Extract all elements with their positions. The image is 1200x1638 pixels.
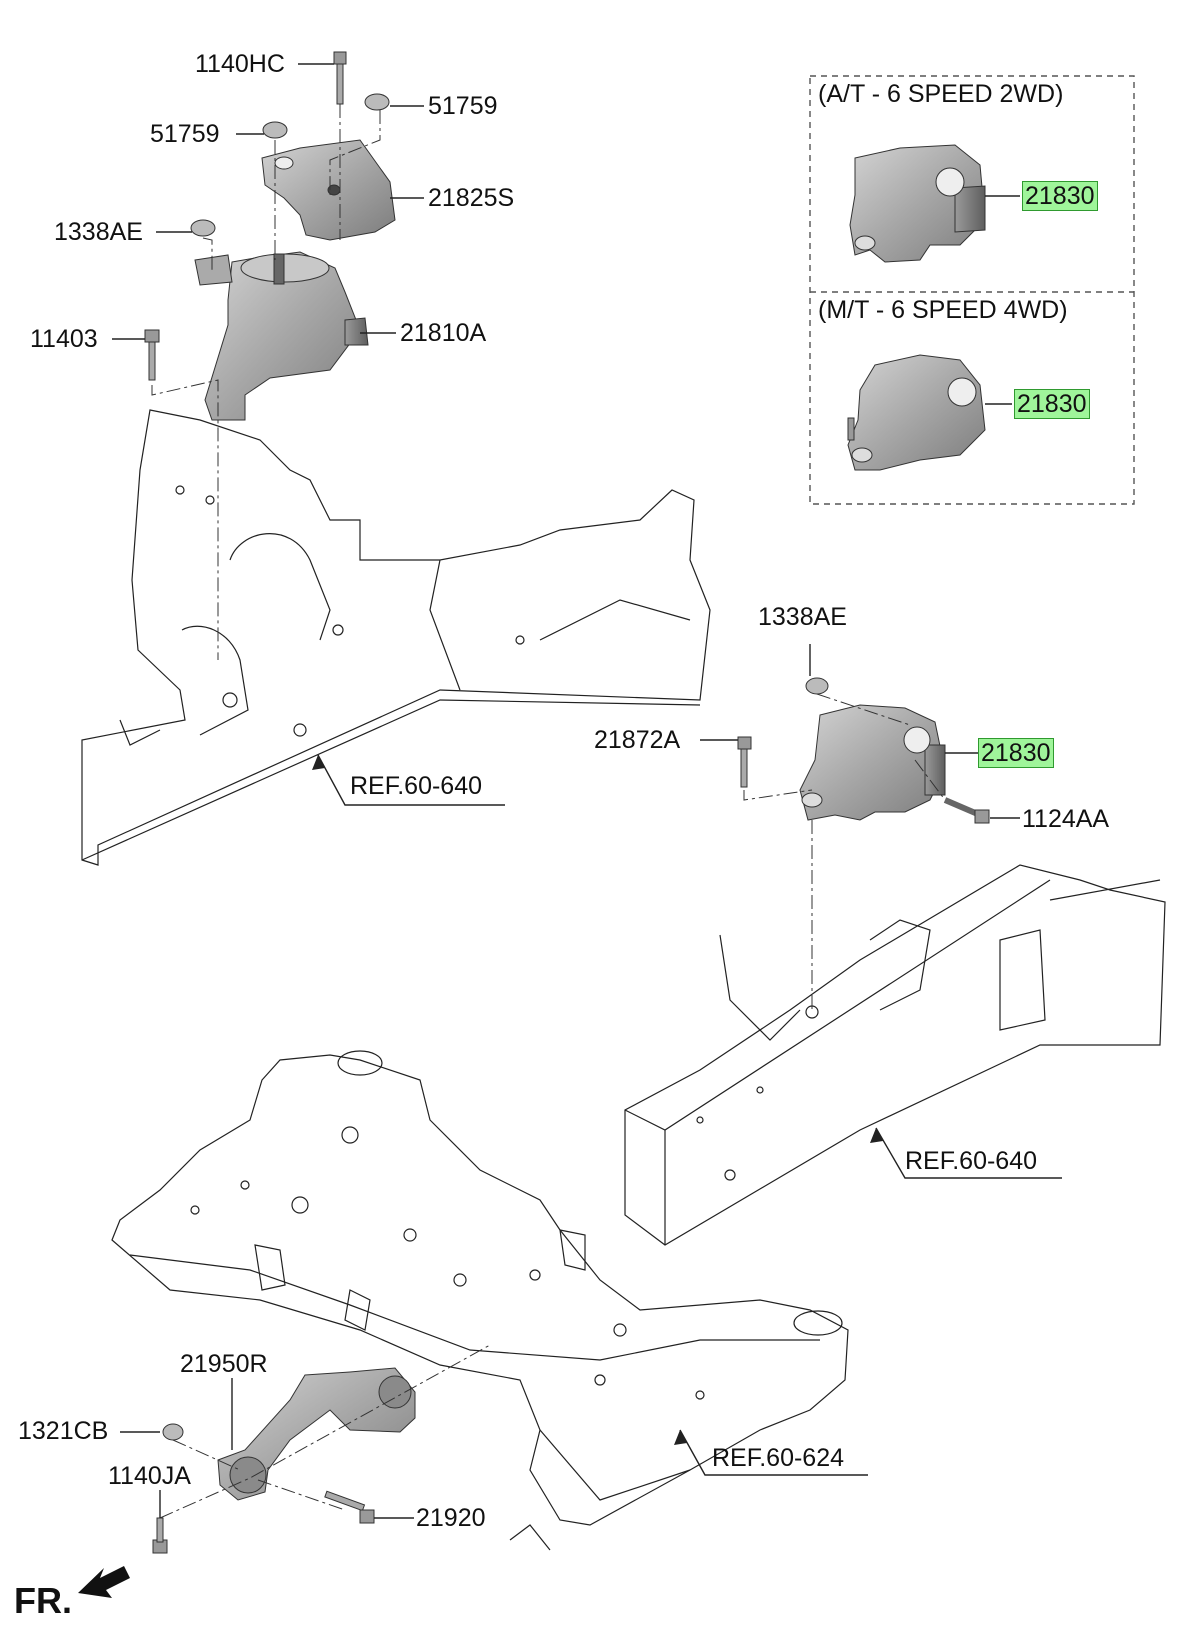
callout-ref-60-624[interactable]: REF.60-624 (712, 1444, 845, 1472)
front-side-member-upper (81, 409, 711, 866)
front-direction-arrow-icon (78, 1566, 130, 1598)
bracket-21950R-centerlines (159, 1344, 491, 1519)
callout-ref-60-640-lower[interactable]: REF.60-640 (905, 1147, 1038, 1175)
callout-21830-mt[interactable]: 21830 (1014, 389, 1090, 419)
variant-title-at: (A/T - 6 SPEED 2WD) (818, 80, 1064, 108)
bracket-21950R-drawing (152, 1367, 416, 1554)
callout-21830-at[interactable]: 21830 (1022, 181, 1098, 211)
callout-1338AE-top[interactable]: 1338AE (54, 218, 143, 246)
callout-21950R[interactable]: 21950R (180, 1350, 268, 1378)
insulator-21830-centerlines (743, 693, 946, 1012)
front-side-member-lower (624, 864, 1166, 1246)
ref-arrowheads (312, 755, 883, 1445)
callout-1140HC[interactable]: 1140HC (195, 50, 285, 78)
callout-51759-right[interactable]: 51759 (428, 92, 498, 120)
callout-51759-left[interactable]: 51759 (150, 120, 220, 148)
mount-21810A-centerlines (151, 104, 381, 660)
callout-1124AA[interactable]: 1124AA (1022, 805, 1110, 833)
insulator-21830-main-drawing (737, 677, 990, 824)
callout-21825S[interactable]: 21825S (428, 184, 515, 212)
variant-title-mt: (M/T - 6 SPEED 4WD) (818, 296, 1068, 324)
subframe-crossmember (111, 1050, 849, 1551)
front-direction-label: FR. (14, 1580, 72, 1621)
insulator-21830-mt-drawing (847, 354, 986, 471)
callout-21830-main[interactable]: 21830 (978, 738, 1054, 768)
callout-1338AE-right[interactable]: 1338AE (758, 603, 847, 631)
callout-ref-60-640-upper[interactable]: REF.60-640 (350, 772, 483, 800)
mount-21810A-assembly (144, 51, 396, 421)
callout-1321CB[interactable]: 1321CB (18, 1417, 109, 1445)
callout-11403[interactable]: 11403 (30, 325, 98, 353)
callout-21810A[interactable]: 21810A (400, 319, 487, 347)
leader-lines (112, 63, 1062, 1519)
callout-1140JA[interactable]: 1140JA (108, 1462, 191, 1490)
callout-21920[interactable]: 21920 (416, 1504, 486, 1532)
insulator-21830-at-drawing (849, 144, 986, 263)
callout-21872A[interactable]: 21872A (594, 726, 681, 754)
variant-box (809, 75, 1135, 505)
